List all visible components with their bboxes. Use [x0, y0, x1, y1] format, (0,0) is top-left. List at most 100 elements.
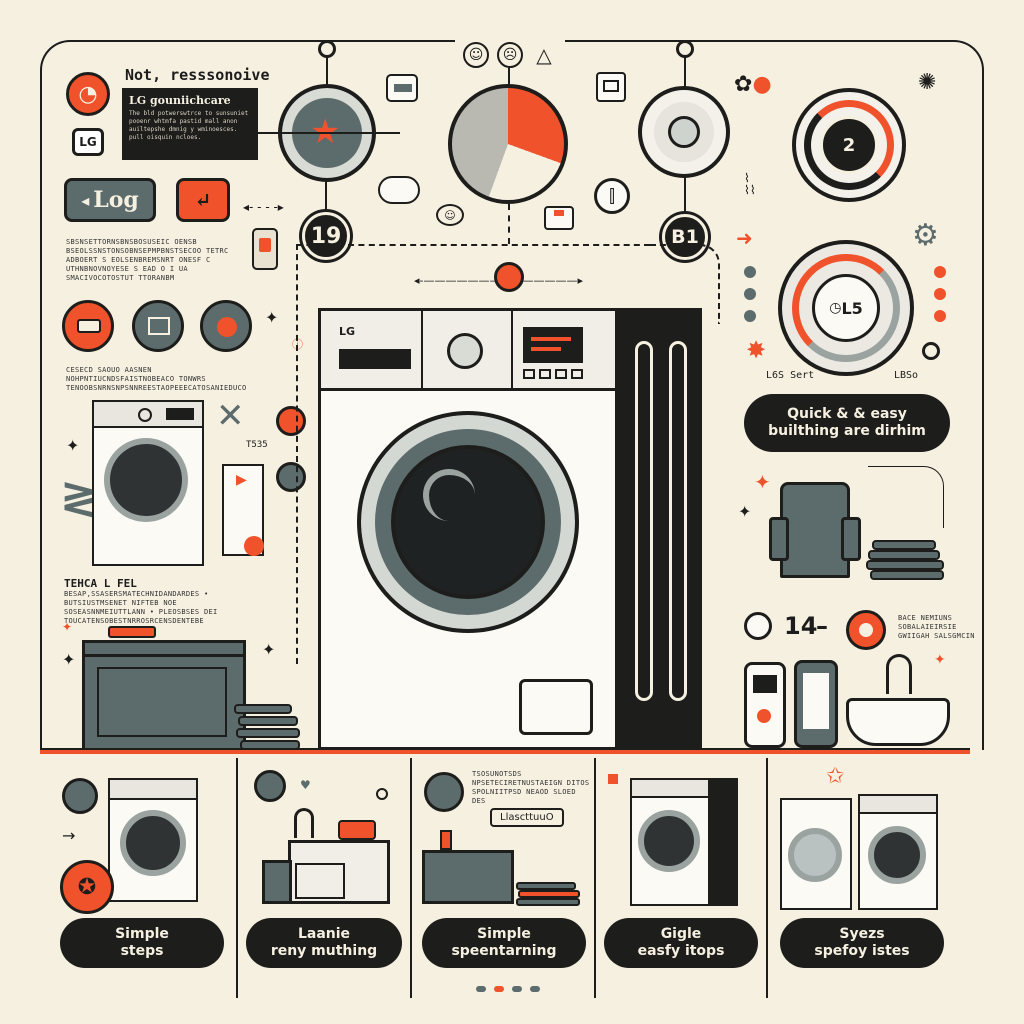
page-dot-2[interactable] [494, 986, 504, 992]
washer-small-left [92, 400, 204, 566]
panel-4: Gigle easfy itops [594, 758, 766, 998]
panel-4-line-1: Gigle [660, 926, 702, 942]
connector-knob [684, 52, 686, 92]
dot-column-right [934, 266, 948, 322]
log-button[interactable]: ◂ Log [64, 178, 156, 222]
power-button-small-2[interactable] [276, 462, 306, 492]
panel-4-pill: Gigle easfy itops [604, 918, 758, 968]
phone-right [794, 660, 838, 748]
panel-1-badge-icon: ✪ [60, 860, 114, 914]
washer-main-knob[interactable] [447, 333, 483, 369]
dial-2-center: 2 [820, 116, 878, 174]
ts-label: T535 [246, 440, 268, 450]
center-power-button[interactable] [494, 262, 524, 292]
panel-3-line-2: speentarning [451, 943, 557, 959]
lg-badge: LG [72, 128, 104, 156]
return-button[interactable]: ↵ [176, 178, 230, 222]
panel-3-cabinet [422, 850, 514, 904]
panel-4-line-2: easfy itops [637, 943, 725, 959]
page-dot-1[interactable] [476, 986, 486, 992]
lever-icon: ⫿ [594, 178, 630, 214]
burst-icon: ✺ [918, 70, 937, 95]
clock-icon: ◔ [66, 72, 110, 116]
hand-touch-icon [244, 536, 264, 556]
panel-2-icon [254, 770, 286, 802]
close-x-icon: ✕ [216, 396, 245, 436]
badge-14: 14 [784, 612, 818, 640]
small-node-top-1 [318, 40, 336, 58]
connector-top-1 [326, 50, 328, 90]
badge-14-dash: – [816, 612, 828, 640]
panel-2-line-2: reny muthing [270, 943, 378, 959]
round-button-screen[interactable] [132, 300, 184, 352]
panel-3-label: LlascttuuO [490, 808, 564, 827]
connector-pie [508, 68, 510, 88]
panel-4-dot-icon [608, 774, 618, 784]
main-washer: LG [318, 308, 618, 750]
panel-3-text: TSOSUNOTSDS NPSETECIRETNUSTAEIGN DITOS S… [472, 770, 590, 805]
panel-2-towels [338, 820, 376, 840]
panel-5-washer-left [780, 798, 852, 910]
sparkle-icon-2: ✦ [66, 436, 80, 455]
washer-side-panel [616, 308, 702, 750]
quick-easy-pill: Quick & & easy builthing are dirhim [744, 394, 950, 452]
sparkle-icon-4: ✦ [62, 650, 76, 669]
panel-1-line-2: steps [120, 943, 164, 959]
connector-b1 [684, 176, 686, 214]
dashed-connector-right [650, 244, 720, 324]
quick-pill-line-2: builthing are dirhim [768, 423, 926, 439]
cassette-icon [544, 206, 574, 230]
pagination-dots[interactable] [476, 986, 540, 992]
panel-2-faucet-icon [294, 808, 314, 838]
panel-3-towels [516, 882, 580, 906]
smile-face-icon: ☺ [463, 42, 489, 68]
top-icon-row: ☺ ☹ △ [455, 40, 565, 70]
round-button-power[interactable] [200, 300, 252, 352]
dial-l5[interactable]: ◷ L5 [778, 240, 914, 376]
gear-icon: ⚙ [912, 218, 939, 253]
washer-door[interactable] [357, 411, 579, 633]
panel-2-dot-icon [376, 788, 388, 800]
orange-knob[interactable] [846, 610, 886, 650]
small-dial-icon [922, 342, 940, 360]
panel-5-line-1: Syezs [839, 926, 885, 942]
sink-basin [846, 698, 950, 746]
page-dot-4[interactable] [530, 986, 540, 992]
washer-button-row[interactable] [523, 369, 583, 379]
pie-dash-h [400, 244, 650, 246]
round-button-card[interactable] [62, 300, 114, 352]
dashed-connector-left [296, 244, 406, 664]
cloud-icon [378, 176, 420, 204]
left-text-block-2: CESECD SAOUO AASNEN NOHPNTIUCNDSFAISTNOB… [66, 366, 247, 392]
double-arrow-icon: ◂- - - -▸ [243, 200, 284, 214]
washer-control-panel: LG [321, 311, 615, 391]
sparkle-icon-5: ✦ [738, 502, 752, 521]
panel-3-bottle [440, 830, 452, 850]
power-button-small[interactable] [276, 406, 306, 436]
panel-2-heart-icon: ♥ [300, 778, 311, 792]
panel-2-pill: Laanie reny muthing [246, 918, 402, 968]
panel-1: → ✪ Simple steps [40, 758, 236, 998]
signal-icon: ⌇⌇⌇ [744, 171, 756, 197]
detergent-drawer [339, 349, 411, 369]
dial-l5-label: L5 [841, 298, 863, 318]
panel-4-washer [630, 778, 710, 906]
panel-1-washer [108, 778, 198, 902]
small-knob-14[interactable] [744, 612, 772, 640]
monitor-icon [596, 72, 626, 102]
page-dot-3[interactable] [512, 986, 522, 992]
orange-sparkle-icon: ✦ [62, 620, 73, 634]
dial-2[interactable]: 2 [792, 88, 906, 202]
stacked-towels-left [234, 704, 302, 750]
panel-3-pill: Simple speentarning [422, 918, 586, 968]
dot-column-left [744, 266, 758, 322]
faucet-icon [886, 654, 912, 694]
info-body: The bld potwerswtrce to sunsuniet pooenr… [129, 110, 249, 141]
knob-dial[interactable] [638, 86, 730, 178]
panel-1-pill: Simple steps [60, 918, 224, 968]
info-box: LG gouniichcare The bld potwerswtrce to … [122, 88, 258, 160]
panel-1-icon [62, 778, 98, 814]
arrow-left-icon: ◂ [81, 190, 90, 210]
gear-cluster-icon: ✿● [734, 72, 772, 97]
clock-small-icon: ◷ [829, 300, 842, 316]
